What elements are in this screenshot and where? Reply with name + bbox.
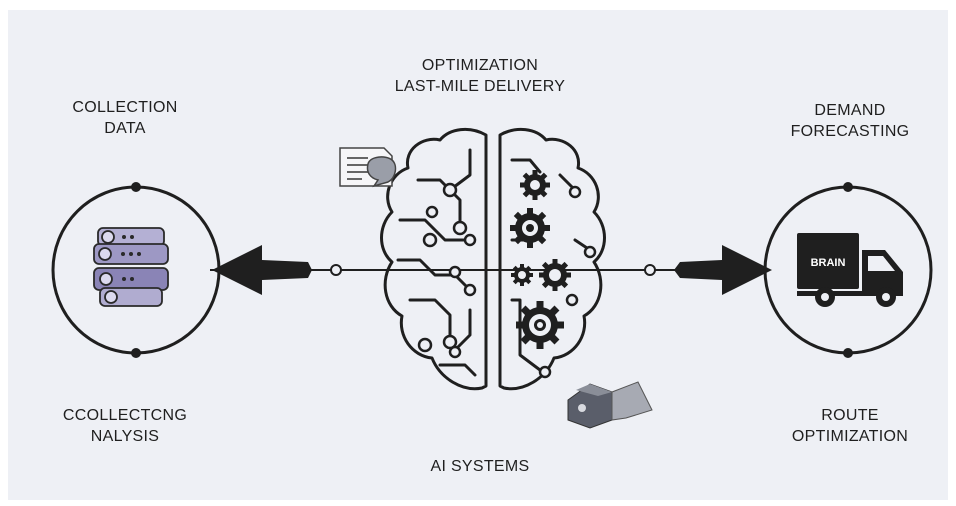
- database-server-icon: [93, 227, 169, 307]
- right-arrow: [644, 245, 772, 295]
- brain-right-outline: [498, 127, 606, 391]
- optimization-last-mile-label: OPTIMIZATION LAST-MILE DELIVERY: [340, 55, 620, 97]
- connector-dot: [644, 264, 656, 276]
- brain-circuit-gears-icon: [380, 127, 606, 391]
- gear-icon: [511, 264, 533, 286]
- circuit-trace: [438, 363, 477, 377]
- label-line: DATA: [104, 120, 146, 137]
- label-line: OPTIMIZATION: [791, 428, 909, 445]
- label-line: LAST-MILE DELIVERY: [394, 78, 566, 95]
- left-arrow: [212, 245, 342, 295]
- document-chat-icon: [339, 147, 397, 188]
- collecting-analysis-label: CCOLLECTCNG NALYSIS: [40, 405, 210, 447]
- circuit-trace: [510, 158, 542, 174]
- circuit-trace: [396, 258, 472, 292]
- right-node: BRAIN: [763, 182, 933, 358]
- gear-icons: [510, 170, 571, 349]
- brain-left-outline: [380, 127, 488, 391]
- route-optimization-label: ROUTE OPTIMIZATION: [765, 405, 935, 447]
- label-line: OPTIMIZATION: [421, 57, 539, 74]
- node-dot: [843, 348, 853, 358]
- circuit-trace: [453, 308, 472, 352]
- node-dot: [843, 182, 853, 192]
- label-line: ROUTE: [821, 407, 879, 424]
- delivery-truck-icon: BRAIN: [797, 233, 903, 307]
- gear-icon: [516, 301, 564, 349]
- label-line: AI SYSTEMS: [430, 458, 530, 475]
- truck-label: BRAIN: [811, 257, 846, 269]
- collection-data-label: COLLECTION DATA: [40, 97, 210, 139]
- label-line: NALYSIS: [90, 428, 160, 445]
- arrow-head-right: [674, 245, 772, 295]
- gear-icon: [510, 208, 550, 248]
- demand-forecasting-label: DEMAND FORECASTING: [765, 100, 935, 142]
- package-icon: [567, 381, 653, 429]
- gear-icon: [539, 259, 571, 291]
- arrow-head-left: [212, 245, 312, 295]
- circuit-trace: [398, 218, 472, 242]
- node-dot: [131, 182, 141, 192]
- left-node: [51, 182, 221, 358]
- label-line: FORECASTING: [790, 123, 910, 140]
- label-line: COLLECTION: [72, 99, 178, 116]
- connector-dot: [330, 264, 342, 276]
- node-dot: [131, 348, 141, 358]
- circuit-trace: [408, 298, 452, 342]
- label-line: CCOLLECTCNG: [62, 407, 188, 424]
- circuit-trace: [448, 148, 472, 192]
- label-line: DEMAND: [814, 102, 886, 119]
- gear-icon: [520, 170, 550, 200]
- ai-systems-label: AI SYSTEMS: [380, 456, 580, 477]
